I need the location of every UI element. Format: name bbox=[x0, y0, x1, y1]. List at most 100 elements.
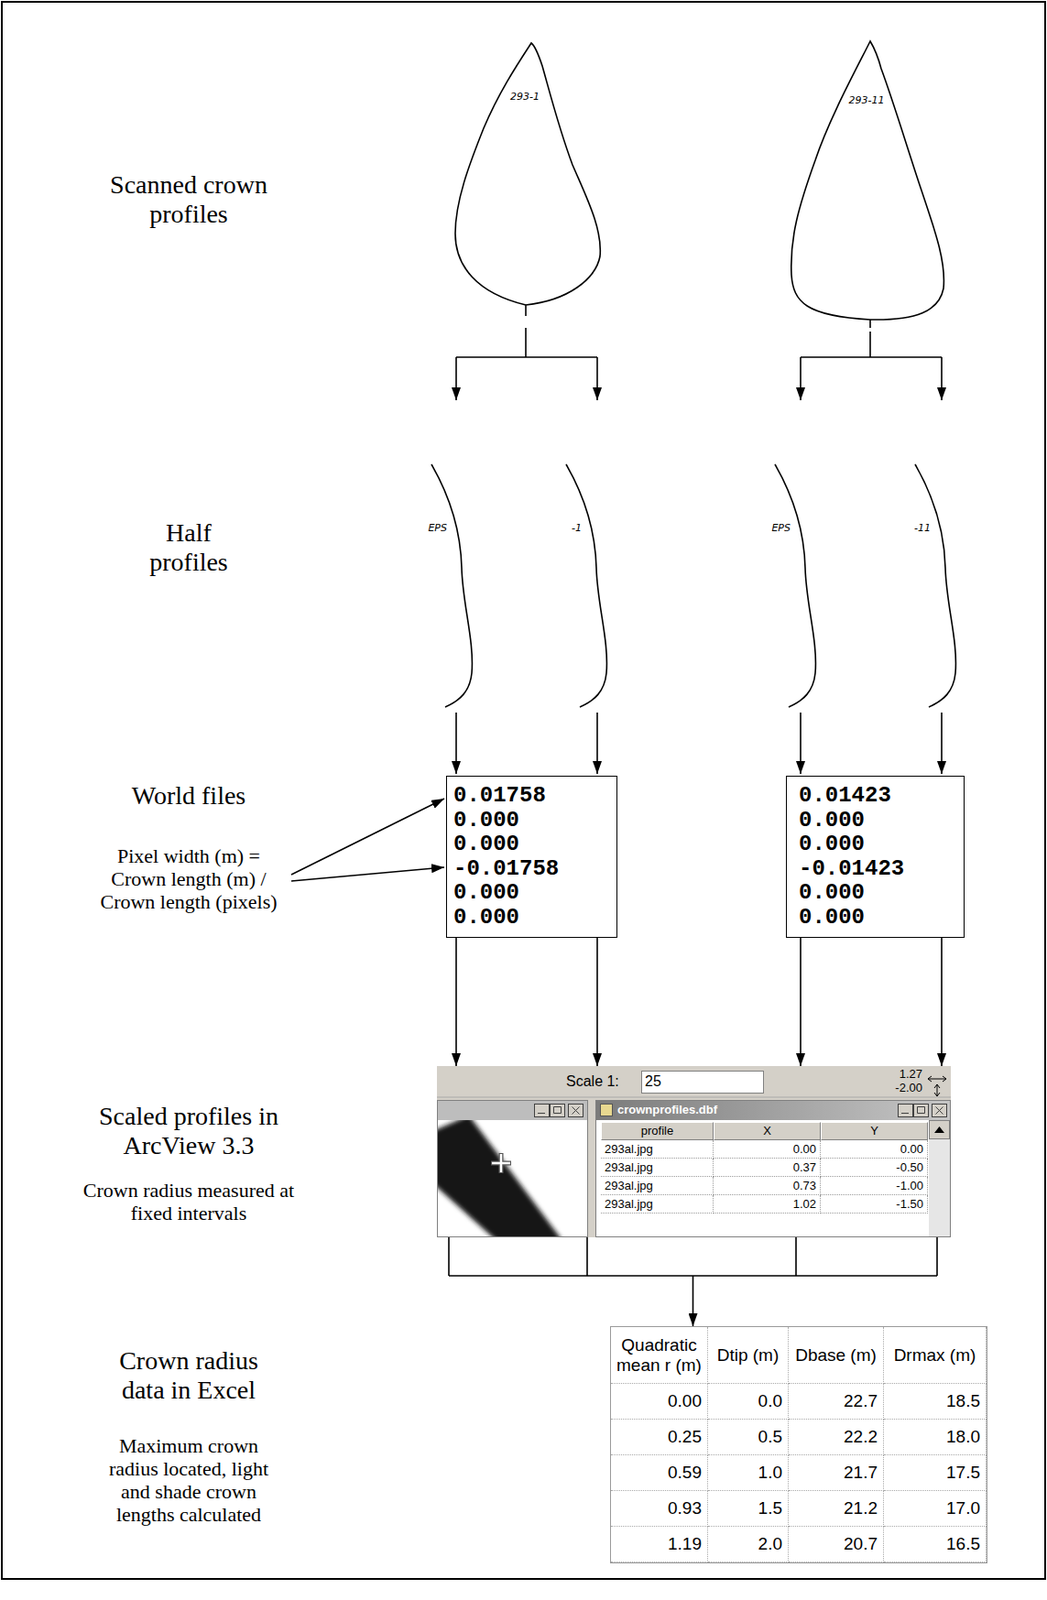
table-cell: 0.5 bbox=[708, 1419, 789, 1456]
split-bracket bbox=[456, 327, 598, 358]
split-arrows bbox=[456, 327, 942, 401]
arrow bbox=[455, 712, 458, 775]
arrow bbox=[799, 712, 802, 775]
pan-icon bbox=[927, 1076, 947, 1097]
arrow bbox=[455, 357, 458, 401]
table-cell: 293al.jpg bbox=[600, 1195, 714, 1214]
scale-label: Scale 1: bbox=[566, 1072, 620, 1091]
coordinate-readout: -2.00 bbox=[867, 1081, 923, 1095]
world-file-value: -0.01423 bbox=[798, 857, 964, 883]
column-header: Dtip (m) bbox=[708, 1327, 789, 1385]
half-profile-curve bbox=[915, 464, 956, 708]
arrow bbox=[596, 712, 599, 775]
table-cell: 1.5 bbox=[708, 1491, 789, 1527]
world-file-value: 0.000 bbox=[453, 832, 617, 858]
scrollbar-track bbox=[928, 1120, 950, 1237]
world-file-value: 0.01758 bbox=[453, 784, 617, 809]
world-file-value: 0.000 bbox=[453, 905, 617, 931]
stage-label: Half profiles bbox=[133, 518, 244, 578]
crown-outline bbox=[455, 43, 600, 317]
leader-arrow bbox=[291, 867, 445, 882]
connector-arrow bbox=[455, 937, 458, 1067]
table-cell: -1.50 bbox=[820, 1195, 928, 1214]
window-buttons bbox=[534, 1104, 584, 1118]
handwritten-label: EPS bbox=[410, 522, 448, 535]
table-cell: 1.02 bbox=[713, 1195, 821, 1214]
table-cell: 18.0 bbox=[883, 1419, 987, 1456]
table-cell: -0.50 bbox=[820, 1158, 928, 1178]
table-cell: 22.2 bbox=[788, 1419, 884, 1456]
world-file-value: 0.000 bbox=[453, 881, 617, 906]
handwritten-label: 293-1 bbox=[504, 90, 546, 103]
table-cell: 22.7 bbox=[788, 1384, 884, 1420]
table-cell: 0.25 bbox=[610, 1419, 709, 1456]
leader-arrow bbox=[291, 798, 445, 875]
stage-label: Scanned crown profiles bbox=[87, 170, 290, 230]
half-profile-curve bbox=[774, 464, 816, 708]
toolbar-rule bbox=[436, 1097, 951, 1099]
table-cell: 293al.jpg bbox=[600, 1158, 714, 1178]
table-cell: 2.0 bbox=[708, 1526, 789, 1563]
profile-line-raster bbox=[437, 1120, 567, 1237]
note-text: Maximum crown radius located, light and … bbox=[97, 1434, 281, 1527]
scale-value: 25 bbox=[644, 1072, 662, 1091]
table-cell: 18.5 bbox=[883, 1384, 987, 1420]
arcview-screenshot bbox=[430, 1066, 951, 1246]
table-cell: 0.93 bbox=[610, 1491, 709, 1527]
table-cell: 0.00 bbox=[610, 1384, 709, 1420]
world-file-value: 0.01423 bbox=[798, 784, 964, 809]
column-header: Dbase (m) bbox=[788, 1327, 884, 1385]
stage-label: World files bbox=[87, 781, 290, 811]
table-cell: 16.5 bbox=[883, 1526, 987, 1563]
table-cell: 0.0 bbox=[708, 1384, 789, 1420]
crosshair-cursor bbox=[491, 1154, 511, 1173]
world-file-value: -0.01758 bbox=[453, 857, 617, 883]
world-file-box: 0.017580.0000.000-0.017580.0000.000 bbox=[446, 775, 618, 938]
handwritten-label: -11 bbox=[894, 522, 931, 535]
connector-arrow bbox=[940, 937, 943, 1067]
stage-label: Scaled profiles in ArcView 3.3 bbox=[87, 1101, 290, 1161]
stage-label: Crown radius data in Excel bbox=[106, 1346, 272, 1406]
crosshair-cursor bbox=[490, 1153, 512, 1174]
note-text: Pixel width (m) = Crown length (m) / Cro… bbox=[87, 844, 290, 914]
crown-profiles bbox=[455, 41, 944, 328]
arcview-window: Scale 1:251.27-2.00crownprofiles.dbfprof… bbox=[436, 1066, 951, 1238]
table-cell: 1.19 bbox=[610, 1526, 709, 1563]
view-title-bar bbox=[437, 1101, 588, 1121]
world-file-value: 0.000 bbox=[798, 881, 964, 906]
table-cell: 1.0 bbox=[708, 1455, 789, 1492]
world-file-value: 0.000 bbox=[798, 905, 964, 931]
table-cell: 21.7 bbox=[788, 1455, 884, 1492]
table-cell: 293al.jpg bbox=[600, 1140, 714, 1159]
table-cell: 17.0 bbox=[883, 1491, 987, 1527]
table-cell: 0.59 bbox=[610, 1455, 709, 1492]
table-cell: -1.00 bbox=[820, 1177, 928, 1196]
handwritten-label: -1 bbox=[545, 522, 582, 535]
arrow bbox=[596, 357, 599, 401]
connector-arrow bbox=[799, 937, 802, 1067]
dbf-table-window: crownprofiles.dbfprofileXY293al.jpg0.000… bbox=[595, 1100, 951, 1238]
split-bracket bbox=[800, 331, 942, 358]
window-buttons bbox=[898, 1104, 948, 1118]
scroll-arrow bbox=[934, 1126, 945, 1134]
arrow bbox=[799, 357, 802, 401]
excel-table: Quadratic mean r (m)Dtip (m)Dbase (m)Drm… bbox=[610, 1326, 988, 1564]
column-header: X bbox=[713, 1122, 821, 1141]
half-profile-curve bbox=[566, 464, 607, 708]
world-file-value: 0.000 bbox=[453, 808, 617, 834]
scale-input bbox=[642, 1071, 764, 1094]
world-file-box: 0.014230.0000.000-0.014230.0000.000 bbox=[785, 775, 965, 938]
connector-arrow bbox=[448, 1237, 938, 1327]
table-cell: 20.7 bbox=[788, 1526, 884, 1563]
table-cell: 293al.jpg bbox=[600, 1177, 714, 1196]
column-header: profile bbox=[600, 1122, 714, 1141]
table-cell: 21.2 bbox=[788, 1491, 884, 1527]
handwritten-label: EPS bbox=[753, 522, 791, 535]
arrow bbox=[940, 357, 943, 401]
table-cell: 0.00 bbox=[820, 1140, 928, 1159]
table-cell: 0.00 bbox=[713, 1140, 821, 1159]
window-title: crownprofiles.dbf bbox=[617, 1102, 718, 1118]
dbf-title-bar bbox=[596, 1101, 950, 1121]
